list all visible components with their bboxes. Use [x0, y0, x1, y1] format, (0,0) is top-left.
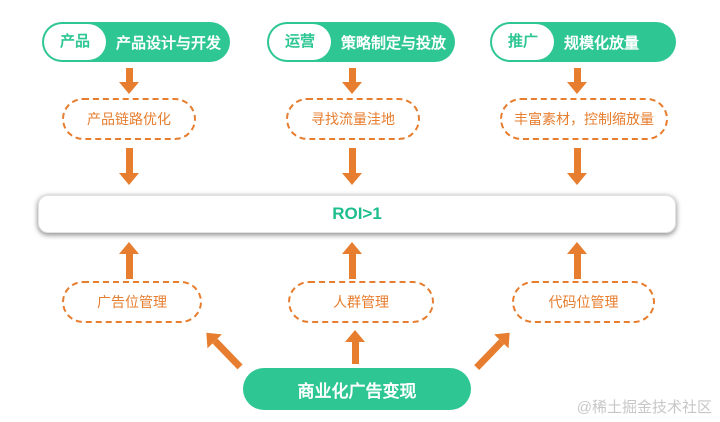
watermark: @稀土掘金技术社区: [576, 399, 712, 416]
arrow-up-icon: [567, 242, 587, 279]
stage-label-product: 产品设计与开发: [116, 34, 222, 52]
stage-label-promotion: 规模化放量: [564, 34, 640, 52]
arrow-down-icon: [567, 68, 587, 94]
dashed-box-label: 广告位管理: [97, 294, 167, 310]
roi-label: ROI>1: [332, 204, 382, 223]
dashed-box-label: 寻找流量洼地: [311, 111, 395, 127]
stage-tag-promotion: 推广: [492, 24, 555, 60]
stage-pill-product: 产品 产品设计与开发: [42, 22, 230, 62]
dashed-box-audience: 人群管理: [288, 281, 434, 323]
dashed-box-materials: 丰富素材，控制缩放量: [500, 98, 668, 140]
monetization-pill-label: 商业化广告变现: [297, 381, 417, 401]
arrow-down-icon: [119, 68, 139, 94]
arrow-up-icon: [345, 330, 365, 364]
dashed-box-code-slot: 代码位管理: [512, 281, 655, 323]
stage-tag-product: 产品: [44, 24, 107, 60]
dashed-box-label: 丰富素材，控制缩放量: [514, 111, 654, 127]
arrow-up-icon: [119, 242, 139, 279]
arrow-down-icon: [342, 68, 362, 94]
monetization-pill: 商业化广告变现: [243, 368, 471, 410]
arrow-down-icon: [119, 148, 139, 185]
stage-pill-promotion: 推广 规模化放量: [490, 22, 676, 62]
arrow-up-left-icon: [198, 324, 249, 375]
dashed-box-label: 人群管理: [333, 294, 389, 310]
arrow-up-icon: [342, 242, 362, 279]
stage-pill-operations: 运营 策略制定与投放: [267, 22, 455, 62]
arrow-up-right-icon: [468, 324, 519, 375]
arrow-down-icon: [567, 148, 587, 185]
dashed-box-product-chain: 产品链路优化: [62, 98, 196, 140]
stage-label-operations: 策略制定与投放: [341, 34, 447, 52]
arrow-down-icon: [342, 148, 362, 185]
dashed-box-label: 代码位管理: [548, 294, 619, 310]
roi-bar: ROI>1: [38, 195, 676, 233]
dashed-box-label: 产品链路优化: [87, 111, 171, 127]
stage-tag-operations: 运营: [269, 24, 332, 60]
dashed-box-ad-slot: 广告位管理: [62, 281, 202, 323]
dashed-box-traffic: 寻找流量洼地: [286, 98, 420, 140]
